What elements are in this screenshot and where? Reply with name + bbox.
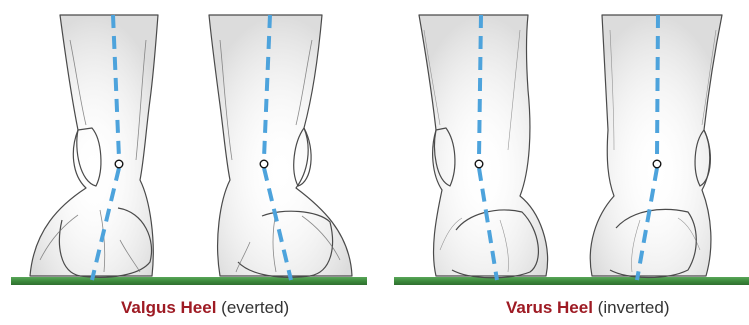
ground-bar-left [11,277,367,285]
varus-foot-left [419,15,548,278]
caption-valgus-title: Valgus Heel [121,298,216,317]
caption-varus-heel: Varus Heel (inverted) [506,298,669,318]
heel-marker-valgus-left [115,160,123,168]
caption-valgus-qualifier: (everted) [216,298,289,317]
caption-varus-title: Varus Heel [506,298,593,317]
caption-varus-qualifier: (inverted) [593,298,670,317]
ground-bar-right [394,277,749,285]
heel-marker-varus-left [475,160,483,168]
valgus-panel [30,15,352,280]
caption-valgus-heel: Valgus Heel (everted) [121,298,289,318]
heel-marker-varus-right [653,160,661,168]
valgus-foot-left [30,15,158,277]
varus-panel [419,15,722,280]
heel-marker-valgus-right [260,160,268,168]
